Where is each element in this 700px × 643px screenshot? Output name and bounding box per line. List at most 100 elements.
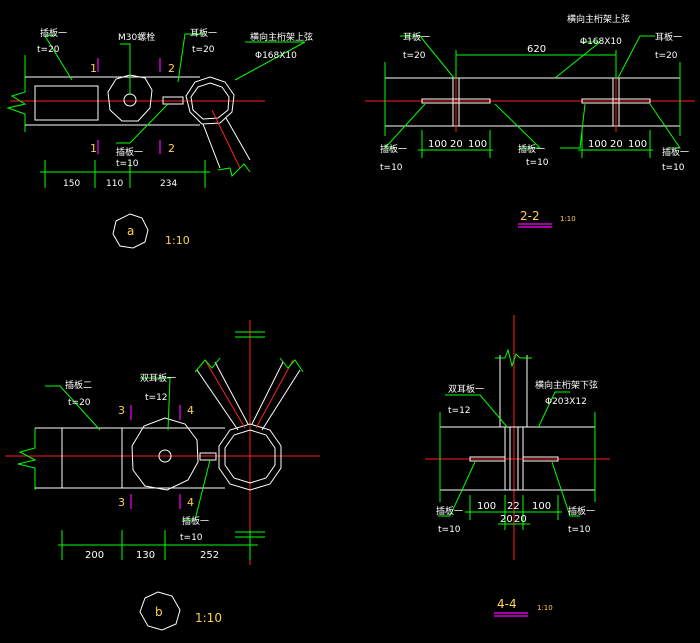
- label-ear2-t: t=12: [145, 393, 168, 403]
- section-2-2: 耳板一 t=20 横向主桁架上弦 Φ168X10 耳板一 t=20 620 插板…: [365, 13, 695, 228]
- leader-line: [44, 34, 73, 81]
- label-pipe-size: Φ168X10: [580, 37, 622, 47]
- stiffener-left: [469, 456, 506, 462]
- leader-line: [45, 385, 101, 431]
- leader-line: [383, 103, 426, 149]
- stiffener-right: [581, 98, 651, 104]
- dim-text: 150: [63, 179, 80, 189]
- dim-text: 20: [610, 139, 623, 150]
- label-stiff: 插板一: [182, 515, 209, 527]
- label-stiff-left-t: t=10: [438, 525, 461, 535]
- dim-text: 234: [160, 179, 177, 189]
- brace-centerline: [255, 359, 294, 429]
- break-line: [194, 357, 221, 373]
- dim-text: 20: [500, 514, 513, 525]
- bolt-hole: [158, 449, 172, 463]
- label-pipe: 横向主桁架上弦: [250, 31, 313, 43]
- dim-text: 130: [136, 550, 155, 561]
- label-stiff-left: 插板一: [436, 505, 463, 517]
- detail-mark: b: [155, 605, 163, 619]
- cut-label: 2: [168, 142, 175, 155]
- bolt-hole: [123, 93, 137, 107]
- pipe-section: [218, 423, 282, 491]
- label-ear2: 双耳板一: [140, 372, 176, 384]
- label-stiff-left-t: t=10: [380, 163, 403, 173]
- dim-text: 110: [106, 179, 123, 189]
- brace-edge: [202, 123, 221, 169]
- label-pipe: 横向主桁架下弦: [535, 379, 598, 391]
- brace-centerline: [211, 109, 241, 169]
- insert-plate: [34, 85, 99, 121]
- label-ear-right-t: t=20: [655, 51, 678, 61]
- leader-line: [182, 459, 211, 521]
- leader-line: [649, 103, 681, 149]
- label-stiff-right-t: t=10: [568, 525, 591, 535]
- label-plate2: 插板二: [65, 379, 92, 391]
- label-plate1: 插板一: [40, 27, 67, 39]
- leader-line: [140, 377, 171, 431]
- dim-text: 20: [514, 514, 527, 525]
- label-bolt: M30螺栓: [118, 31, 155, 43]
- break-line: [6, 55, 27, 132]
- label-stiff-mid: 插板一: [518, 143, 545, 155]
- cut-label: 3: [118, 496, 125, 509]
- brace-edge: [251, 361, 284, 425]
- cut-label: 4: [187, 496, 194, 509]
- section-title: 2-2: [520, 209, 540, 223]
- ear-plate: [107, 74, 153, 122]
- section-4-4: 双耳板一 t=12 横向主桁架下弦 Φ203X12 插板一 t=10 插板一 t…: [425, 315, 610, 617]
- dim-text: 100: [628, 139, 647, 150]
- label-stiff-right: 插板一: [662, 146, 689, 158]
- brace-edge: [196, 369, 239, 431]
- detail-mark: a: [127, 224, 134, 238]
- leader-line: [554, 41, 602, 79]
- brace-edge: [214, 361, 249, 425]
- label-ear1: 耳板一: [190, 27, 217, 39]
- brace-centerline: [204, 359, 246, 429]
- dim-text: 200: [85, 550, 104, 561]
- detail-mark-circle: [112, 213, 149, 249]
- dim-text: 100: [477, 501, 496, 512]
- leader-line: [445, 394, 509, 429]
- stiffener-plate: [162, 96, 184, 105]
- dim-text: 100: [428, 139, 447, 150]
- detail-b: 插板二 t=20 双耳板一 t=12 插板一 t=10 3 3 4 4 200 …: [5, 320, 320, 631]
- label-plate1-t: t=20: [37, 45, 60, 55]
- leader-line: [116, 103, 169, 144]
- label-plate2-t: t=20: [68, 398, 91, 408]
- label-stiff-left: 插板一: [380, 143, 407, 155]
- dim-text: 22: [507, 501, 520, 512]
- label-stiff: 插板一: [116, 146, 143, 158]
- label-ear1-t: t=20: [192, 45, 215, 55]
- label-ear: 双耳板一: [448, 383, 484, 395]
- label-ear-left-t: t=20: [403, 51, 426, 61]
- label-stiff-t: t=10: [180, 533, 203, 543]
- scale-label: 1:10: [537, 604, 553, 612]
- label-ear-left: 耳板一: [403, 31, 430, 43]
- insert-plate: [61, 427, 123, 489]
- stiffener-left: [421, 98, 491, 104]
- dim-text: 100: [588, 139, 607, 150]
- brace-edge: [225, 117, 251, 161]
- brace-edge: [261, 369, 301, 431]
- dim-text: 100: [468, 139, 487, 150]
- pipe-inner: [190, 82, 230, 120]
- cut-label: 1: [90, 62, 97, 75]
- leader-line: [494, 103, 542, 149]
- cut-label: 2: [168, 62, 175, 75]
- label-pipe: 横向主桁架上弦: [567, 13, 630, 25]
- label-pipe-size: Φ203X12: [545, 397, 587, 407]
- label-stiff-right: 插板一: [568, 505, 595, 517]
- break-line: [495, 348, 532, 368]
- pipe-section: [185, 76, 235, 125]
- leader-line: [560, 103, 586, 149]
- pipe-inner: [224, 429, 276, 484]
- scale-label: 1:10: [560, 215, 576, 223]
- label-ear-t: t=12: [448, 406, 471, 416]
- detail-a: 插板一 t=20 M30螺栓 耳板一 t=20 横向主桁架上弦 Φ168X10 …: [6, 27, 313, 249]
- cut-label: 4: [187, 404, 194, 417]
- stiffener-right: [522, 456, 559, 462]
- cut-label: 3: [118, 404, 125, 417]
- label-stiff-right-t: t=10: [662, 163, 685, 173]
